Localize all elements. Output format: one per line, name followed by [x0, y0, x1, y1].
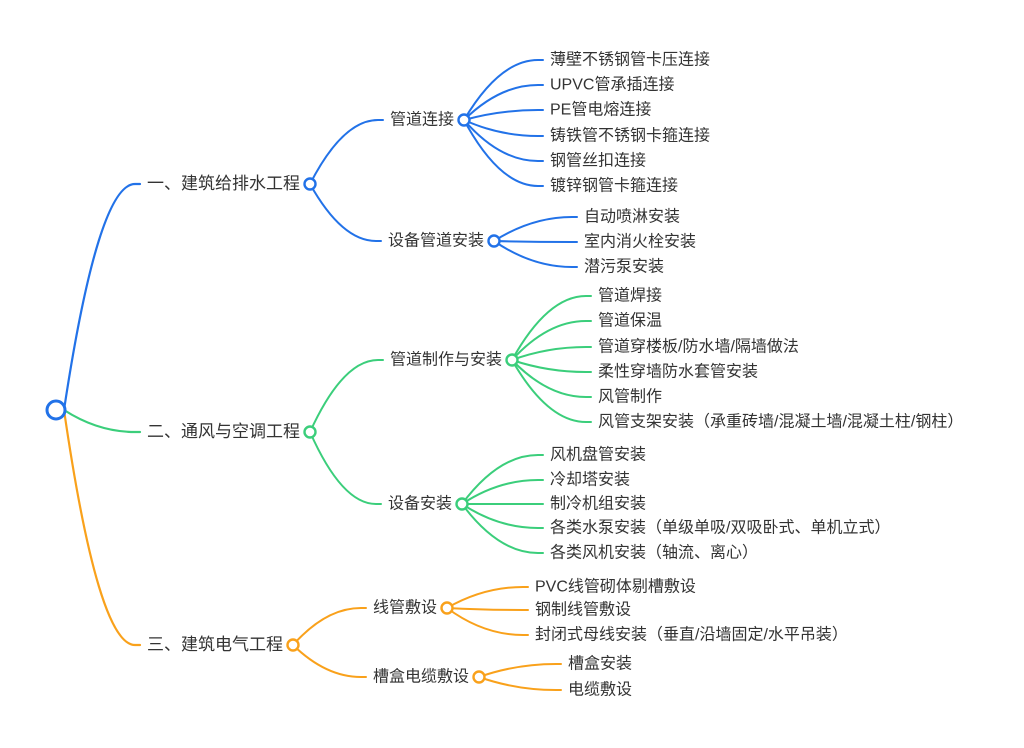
main-topic-node[interactable]: 三、建筑电气工程 — [147, 634, 283, 654]
main-topic-node[interactable]: 二、通风与空调工程 — [147, 421, 300, 441]
connector-edge — [463, 84, 544, 121]
connector-edge — [511, 320, 592, 361]
sub-topic-node[interactable]: 槽盒电缆敷设 — [373, 668, 470, 686]
leaf-topic-node[interactable]: 薄壁不锈钢管卡压连接 — [550, 51, 711, 69]
leaf-topic-node[interactable]: 铸铁管不锈钢卡箍连接 — [550, 127, 711, 145]
collapse-handle-circle[interactable] — [303, 425, 317, 439]
connector-edge — [292, 644, 367, 678]
leaf-topic-node[interactable]: 电缆敷设 — [568, 681, 633, 699]
connector-edge — [446, 607, 529, 636]
collapse-handle-circle[interactable] — [455, 497, 469, 511]
leaf-topic-node[interactable]: 冷却塔安装 — [550, 471, 631, 489]
leaf-topic-node[interactable]: 钢管丝扣连接 — [550, 152, 647, 170]
sub-topic-node[interactable]: 线管敷设 — [373, 599, 438, 617]
connector-edge — [463, 109, 544, 121]
leaf-topic-node[interactable]: 管道保温 — [598, 312, 663, 330]
connector-edge — [511, 346, 592, 361]
connector-edge — [461, 503, 544, 529]
connector-edge — [309, 359, 384, 433]
connector-edge — [461, 479, 544, 505]
connector-edge — [62, 182, 142, 412]
connector-edge — [309, 119, 384, 185]
sub-topic-node[interactable]: 设备安装 — [388, 495, 453, 513]
leaf-topic-node[interactable]: PE管电熔连接 — [550, 101, 652, 119]
connector-edge — [511, 359, 592, 398]
leaf-topic-node[interactable]: 各类水泵安装（单级单吸/双吸卧式、单机立式） — [550, 519, 891, 537]
leaf-topic-node[interactable]: UPVC管承插连接 — [550, 76, 675, 94]
collapse-handle-circle[interactable] — [457, 113, 471, 127]
sub-topic-node[interactable]: 设备管道安装 — [388, 232, 485, 250]
leaf-topic-node[interactable]: 柔性穿墙防水套管安装 — [598, 363, 759, 381]
collapse-handle-circle[interactable] — [303, 177, 317, 191]
connector-edge — [309, 183, 382, 242]
sub-topic-node[interactable]: 管道制作与安装 — [390, 351, 503, 369]
leaf-topic-node[interactable]: 制冷机组安装 — [550, 495, 647, 513]
connector-edge — [478, 676, 562, 691]
connector-edge — [446, 586, 529, 609]
connector-edge — [478, 663, 562, 678]
connector-edge — [463, 119, 544, 137]
leaf-topic-node[interactable]: 管道穿楼板/防水墙/隔墙做法 — [598, 338, 799, 356]
main-topic-node[interactable]: 一、建筑给排水工程 — [147, 173, 300, 193]
leaf-topic-node[interactable]: 镀锌钢管卡箍连接 — [550, 177, 679, 195]
collapse-handle-circle[interactable] — [505, 353, 519, 367]
connector-edge — [493, 240, 578, 268]
leaf-topic-node[interactable]: 风机盘管安装 — [550, 446, 647, 464]
connector-edge — [493, 240, 578, 243]
connector-edge — [463, 119, 544, 187]
connector-edge — [493, 216, 578, 242]
leaf-topic-node[interactable]: 槽盒安装 — [568, 655, 633, 673]
connector-edge — [463, 59, 544, 121]
collapse-handle-circle[interactable] — [472, 670, 486, 684]
leaf-topic-node[interactable]: 封闭式母线安装（垂直/沿墙固定/水平吊装） — [535, 626, 848, 644]
connector-edge — [461, 454, 544, 505]
connector-edge — [511, 359, 592, 423]
collapse-handle-circle[interactable] — [440, 601, 454, 615]
connector-edge — [463, 119, 544, 162]
leaf-topic-node[interactable]: 管道焊接 — [598, 287, 663, 305]
connector-edge — [62, 408, 142, 647]
connector-edge — [62, 408, 142, 434]
sub-topic-node[interactable]: 管道连接 — [390, 111, 455, 129]
collapse-handle-circle[interactable] — [286, 638, 300, 652]
connector-edge — [446, 607, 529, 611]
connector-edge — [292, 607, 367, 646]
leaf-topic-node[interactable]: PVC线管砌体剔槽敷设 — [535, 578, 696, 596]
leaf-topic-node[interactable]: 风管制作 — [598, 388, 663, 406]
leaf-topic-node[interactable]: 室内消火栓安装 — [584, 233, 697, 251]
leaf-topic-node[interactable]: 钢制线管敷设 — [535, 601, 632, 619]
leaf-topic-node[interactable]: 风管支架安装（承重砖墙/混凝土墙/混凝土柱/钢柱） — [598, 413, 964, 431]
connector-edge — [309, 431, 382, 505]
central-node-circle[interactable] — [45, 399, 67, 421]
connector-edge — [511, 359, 592, 373]
leaf-topic-node[interactable]: 自动喷淋安装 — [584, 208, 681, 226]
collapse-handle-circle[interactable] — [487, 234, 501, 248]
leaf-topic-node[interactable]: 各类风机安装（轴流、离心） — [550, 544, 759, 562]
connector-edge — [511, 295, 592, 361]
leaf-topic-node[interactable]: 潜污泵安装 — [584, 258, 665, 276]
connector-edge — [461, 503, 544, 554]
